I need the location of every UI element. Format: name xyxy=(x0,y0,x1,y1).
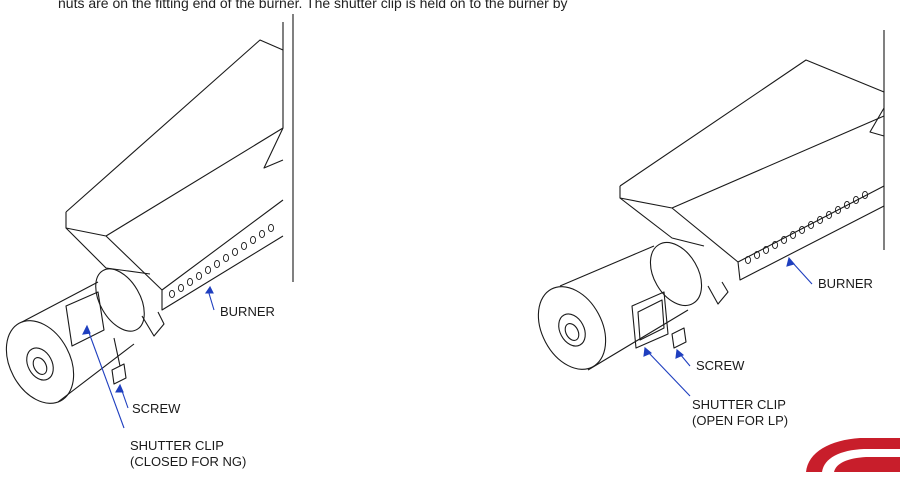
left-label-burner: BURNER xyxy=(220,304,275,319)
left-shutter-slot xyxy=(113,337,121,367)
left-shutter-window-closed xyxy=(65,291,105,347)
right-burner-bottom xyxy=(737,205,885,281)
right-shutter-window-inner xyxy=(637,299,665,341)
right-bracket-foot xyxy=(707,281,729,305)
left-venturi-collar xyxy=(95,268,145,332)
right-shutter-window-open xyxy=(631,291,669,349)
left-burner-arrow xyxy=(204,285,214,294)
left-burner-end-top xyxy=(65,212,107,237)
right-screw-icon xyxy=(671,327,687,349)
left-label-shutter-state: (CLOSED FOR NG) xyxy=(130,454,246,469)
right-burner-ports xyxy=(744,190,869,265)
right-shutter-inner xyxy=(564,323,580,341)
left-burner-ridge xyxy=(65,39,284,213)
left-burner-bottom xyxy=(161,235,284,311)
left-burner-end-slope xyxy=(105,235,163,291)
right-label-shutter-clip: SHUTTER CLIP xyxy=(692,397,786,412)
right-burner-top-face xyxy=(671,115,885,209)
right-label-screw: SCREW xyxy=(696,358,745,373)
left-label-shutter-clip: SHUTTER CLIP xyxy=(130,438,224,453)
right-burner-lower-edge xyxy=(737,185,885,263)
right-burner-leader xyxy=(791,261,813,285)
left-clip-leader xyxy=(87,329,125,429)
right-label-shutter-state: (OPEN FOR LP) xyxy=(692,413,788,428)
left-bracket-break xyxy=(263,22,284,169)
left-burner-end-face xyxy=(65,227,151,275)
left-label-screw: SCREW xyxy=(132,401,181,416)
left-screw-arrow xyxy=(115,383,124,393)
right-burner-drawing xyxy=(537,30,885,371)
left-bracket-foot xyxy=(141,311,165,337)
right-clip-arrow xyxy=(643,346,653,357)
left-shutter-opening xyxy=(26,347,54,381)
right-leader-lines xyxy=(643,256,813,397)
right-venturi-collar xyxy=(649,242,703,306)
left-shutter-inner xyxy=(32,357,48,375)
left-leader-lines xyxy=(82,285,215,429)
right-burner-end-top xyxy=(619,186,673,209)
left-shutter-top xyxy=(21,281,99,323)
right-shutter-bottom xyxy=(587,309,689,371)
left-shutter-bottom xyxy=(57,343,135,403)
right-bracket-break xyxy=(869,107,885,137)
right-shutter-top xyxy=(559,245,655,287)
left-burner-ports xyxy=(168,223,275,299)
right-label-burner: BURNER xyxy=(818,276,873,291)
right-burner-ridge xyxy=(619,59,885,187)
left-shutter-face xyxy=(5,320,75,404)
header-text: nuts are on the fitting end of the burne… xyxy=(58,0,568,11)
right-shutter-opening xyxy=(558,313,586,347)
right-burner-end-slope xyxy=(671,207,739,263)
left-screw-icon xyxy=(111,363,127,385)
right-screw-arrow xyxy=(675,348,685,359)
right-burner-end-face xyxy=(619,197,705,247)
left-clip-arrow xyxy=(82,324,91,335)
right-clip-leader xyxy=(647,351,691,397)
right-shutter-face xyxy=(537,286,607,370)
left-burner-lower-edge xyxy=(161,199,284,291)
right-burner-arrow xyxy=(786,256,795,267)
brand-logo-badge xyxy=(806,438,900,472)
left-burner-drawing xyxy=(5,14,294,404)
left-burner-top-face xyxy=(105,127,284,237)
